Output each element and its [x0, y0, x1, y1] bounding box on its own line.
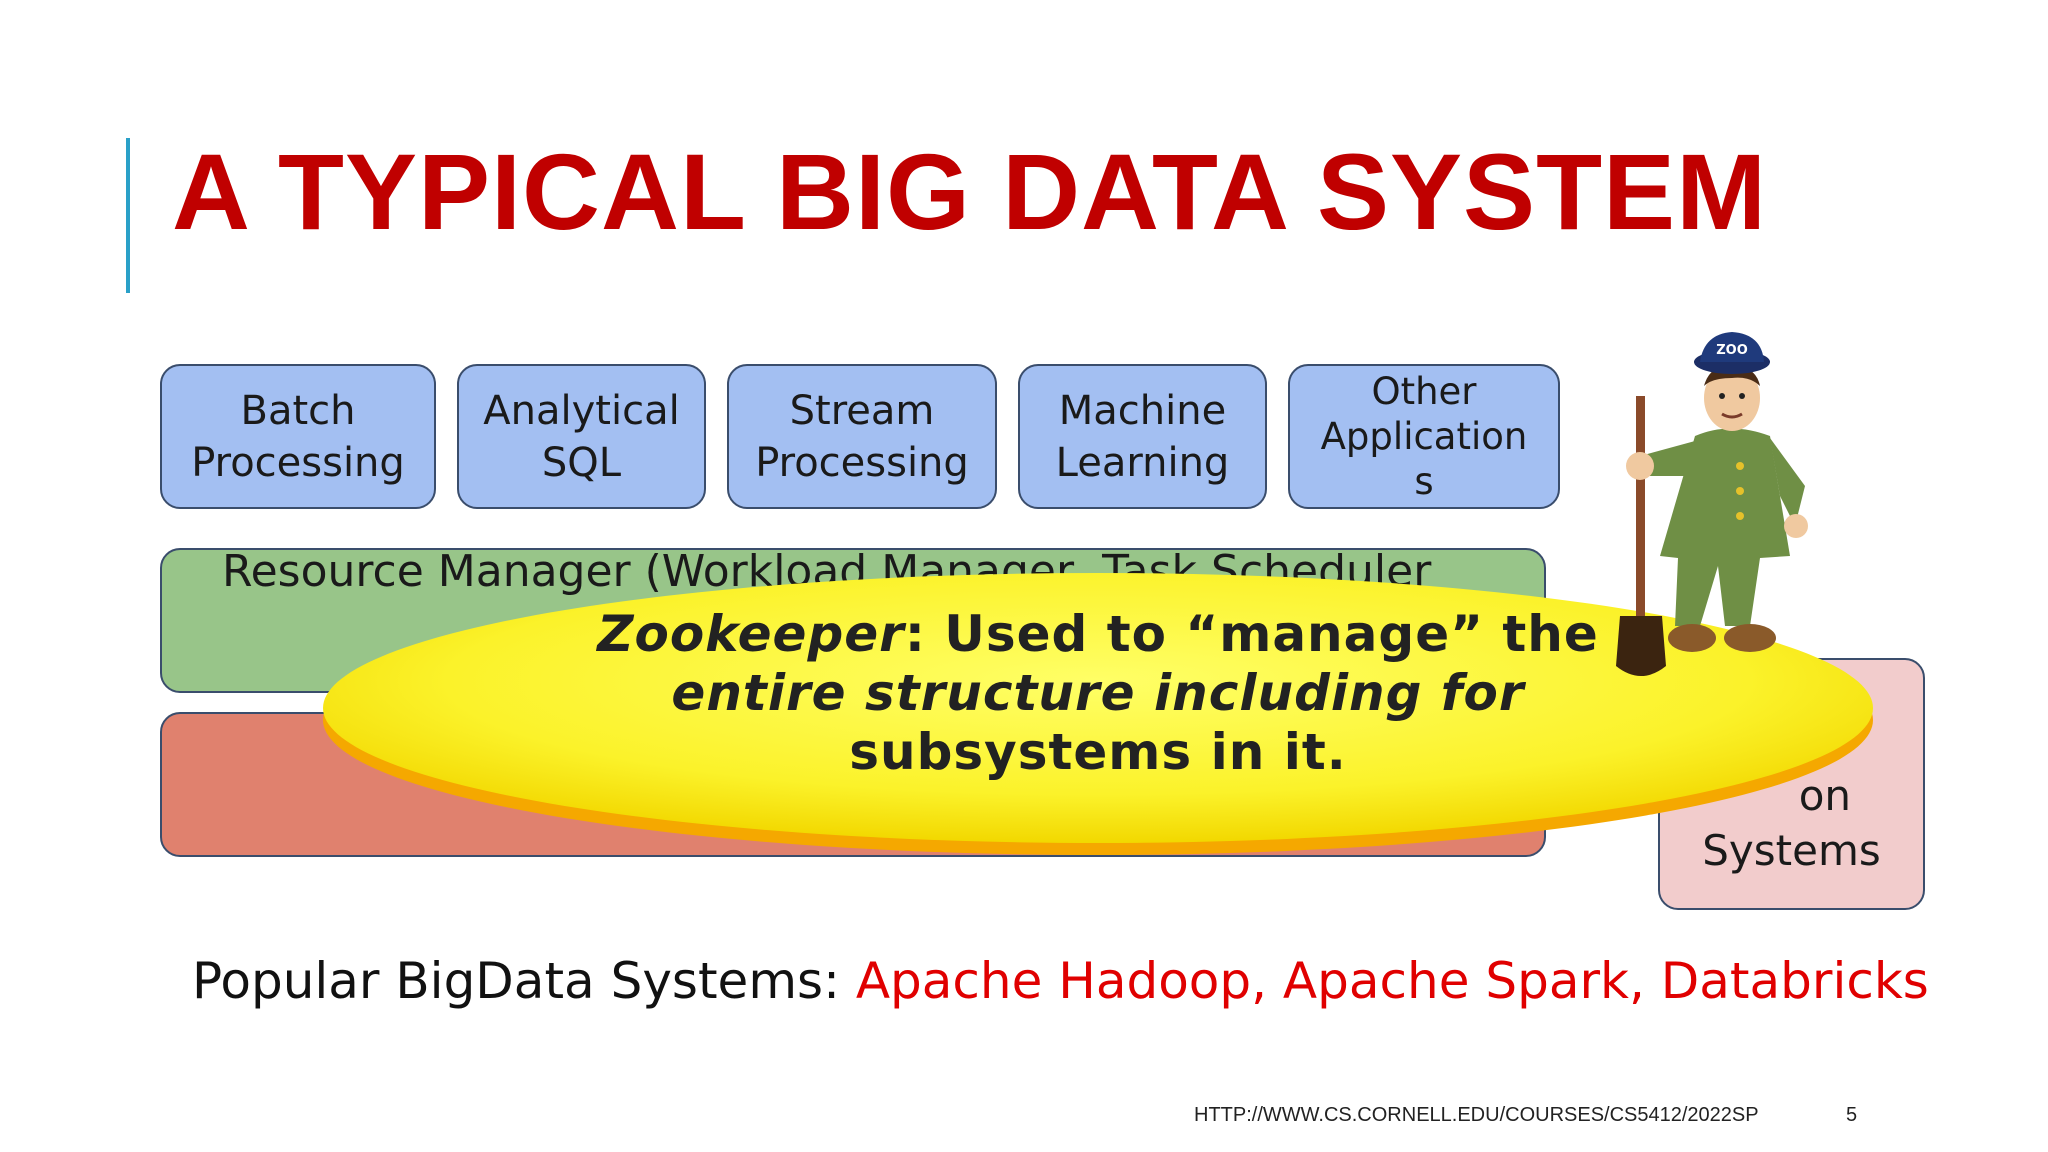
app-box-other-applications: Other Application s: [1288, 364, 1560, 509]
callout-keyword: Zookeeper: [597, 605, 905, 663]
callout-oval-shape: [323, 573, 1873, 855]
zookeeper-callout: Zookeeper: Used to “manage” the entire s…: [318, 560, 1878, 860]
popular-systems-prefix: Popular BigData Systems:: [192, 952, 856, 1010]
popular-systems-list: Apache Hadoop, Apache Spark, Databricks: [855, 952, 1929, 1010]
side-box-line: on: [1731, 771, 1852, 821]
app-box-analytical-sql: Analytical SQL: [457, 364, 706, 509]
app-box-batch-processing: Batch Processing: [160, 364, 436, 509]
app-box-line: Processing: [191, 439, 405, 486]
slide-title: A TYPICAL BIG DATA SYSTEM: [172, 131, 1768, 252]
callout-line-rest: : Used to “manage” the: [904, 605, 1599, 663]
page-number: 5: [1846, 1104, 1858, 1126]
zookeeper-icon: ZOO: [1616, 332, 1808, 676]
zookeeper-hat-text: ZOO: [1716, 343, 1748, 358]
callout-text: Zookeeper: Used to “manage” the entire s…: [548, 605, 1648, 782]
callout-line: entire structure including for: [671, 664, 1525, 722]
app-box-line: Processing: [755, 439, 969, 486]
app-box-line: Other: [1371, 369, 1477, 413]
callout-line: subsystems in it.: [849, 723, 1347, 781]
app-box-machine-learning: Machine Learning: [1018, 364, 1267, 509]
app-box-line: Machine: [1058, 387, 1227, 434]
source-url: HTTP://WWW.CS.CORNELL.EDU/COURSES/CS5412…: [1194, 1104, 1759, 1126]
app-box-line: s: [1414, 460, 1434, 504]
app-box-line: Learning: [1055, 439, 1230, 486]
app-box-line: Application: [1320, 414, 1528, 458]
app-box-line: SQL: [541, 439, 622, 486]
app-box-line: Analytical: [483, 387, 680, 434]
popular-systems-line: Popular BigData Systems: Apache Hadoop, …: [192, 952, 1929, 1010]
side-box-line: Systems: [1702, 826, 1881, 875]
app-box-stream-processing: Stream Processing: [727, 364, 997, 509]
app-box-line: Batch: [240, 387, 356, 434]
title-accent-bar: [126, 138, 130, 293]
app-box-line: Stream: [789, 387, 935, 434]
